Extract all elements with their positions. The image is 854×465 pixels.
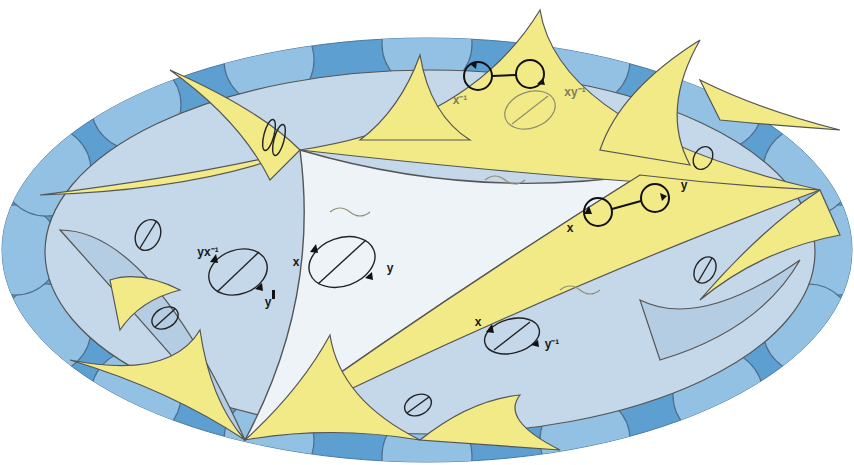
dumbbell-bar [612, 201, 641, 209]
edge-label: xy⁻¹ [564, 86, 585, 98]
theta-graph [499, 84, 560, 136]
edge-label: yx⁻¹ [197, 246, 218, 258]
mark [272, 290, 275, 299]
central-triangle [245, 150, 640, 440]
edge-label: y [387, 262, 394, 274]
arrowhead [365, 272, 373, 280]
thin-loop [270, 123, 288, 156]
cusp-region [110, 277, 180, 330]
figure-eight [560, 286, 600, 294]
theta-edge [140, 222, 156, 248]
arrowhead [531, 340, 539, 347]
edge-label: y [265, 296, 272, 308]
theta-edge [494, 322, 530, 350]
figure-eight [485, 176, 525, 184]
cusp-region [245, 335, 420, 440]
dumbbell-loop [516, 60, 544, 88]
region [640, 260, 800, 360]
theta-edge [318, 240, 366, 284]
region [60, 230, 245, 440]
dumbbell-loop [464, 62, 492, 90]
cusp-region [170, 70, 300, 180]
theta-edge [698, 258, 712, 282]
theta-graph [401, 390, 435, 420]
figure-eight [330, 208, 370, 216]
theta-edge [155, 309, 175, 327]
cusp-region [600, 40, 700, 165]
cusp-region [245, 175, 820, 440]
edge-label: x [293, 256, 300, 268]
arrowhead [310, 244, 318, 253]
theta-graph [148, 302, 182, 333]
arrowhead [584, 206, 592, 214]
edge-label: y⁻¹ [545, 338, 560, 350]
arrowhead [660, 193, 667, 201]
cusp-region [700, 80, 840, 130]
arrowheads [210, 61, 667, 347]
dumbbell-bar [492, 75, 516, 76]
faded-graph [330, 84, 600, 294]
theta-edge [217, 252, 259, 292]
yellow-cusps [40, 10, 840, 450]
edge-label: x⁻¹ [453, 94, 468, 106]
cusp-region [70, 330, 245, 440]
theta-edge [512, 96, 548, 124]
arrowhead [537, 78, 545, 85]
edge-label: y [681, 179, 688, 191]
arrowhead [486, 324, 494, 333]
dumbbell-loop [584, 198, 612, 226]
cusp-region [700, 190, 840, 300]
theta-edge [407, 397, 429, 413]
dumbbells [464, 60, 669, 226]
theta-graph [689, 253, 720, 287]
theta-graph [689, 143, 717, 173]
theta-graphs [130, 118, 720, 420]
arrowhead [255, 283, 263, 291]
edge-label: x [567, 222, 574, 234]
cusp-region [360, 55, 470, 140]
edge-label: x [475, 316, 482, 328]
theta-graph [481, 312, 544, 359]
arrowhead [470, 61, 477, 69]
cusp-region [420, 395, 560, 450]
boundary-disk [2, 38, 852, 462]
dumbbell-loop [641, 184, 669, 212]
theta-graph [130, 215, 165, 254]
theta-graph [302, 228, 382, 296]
